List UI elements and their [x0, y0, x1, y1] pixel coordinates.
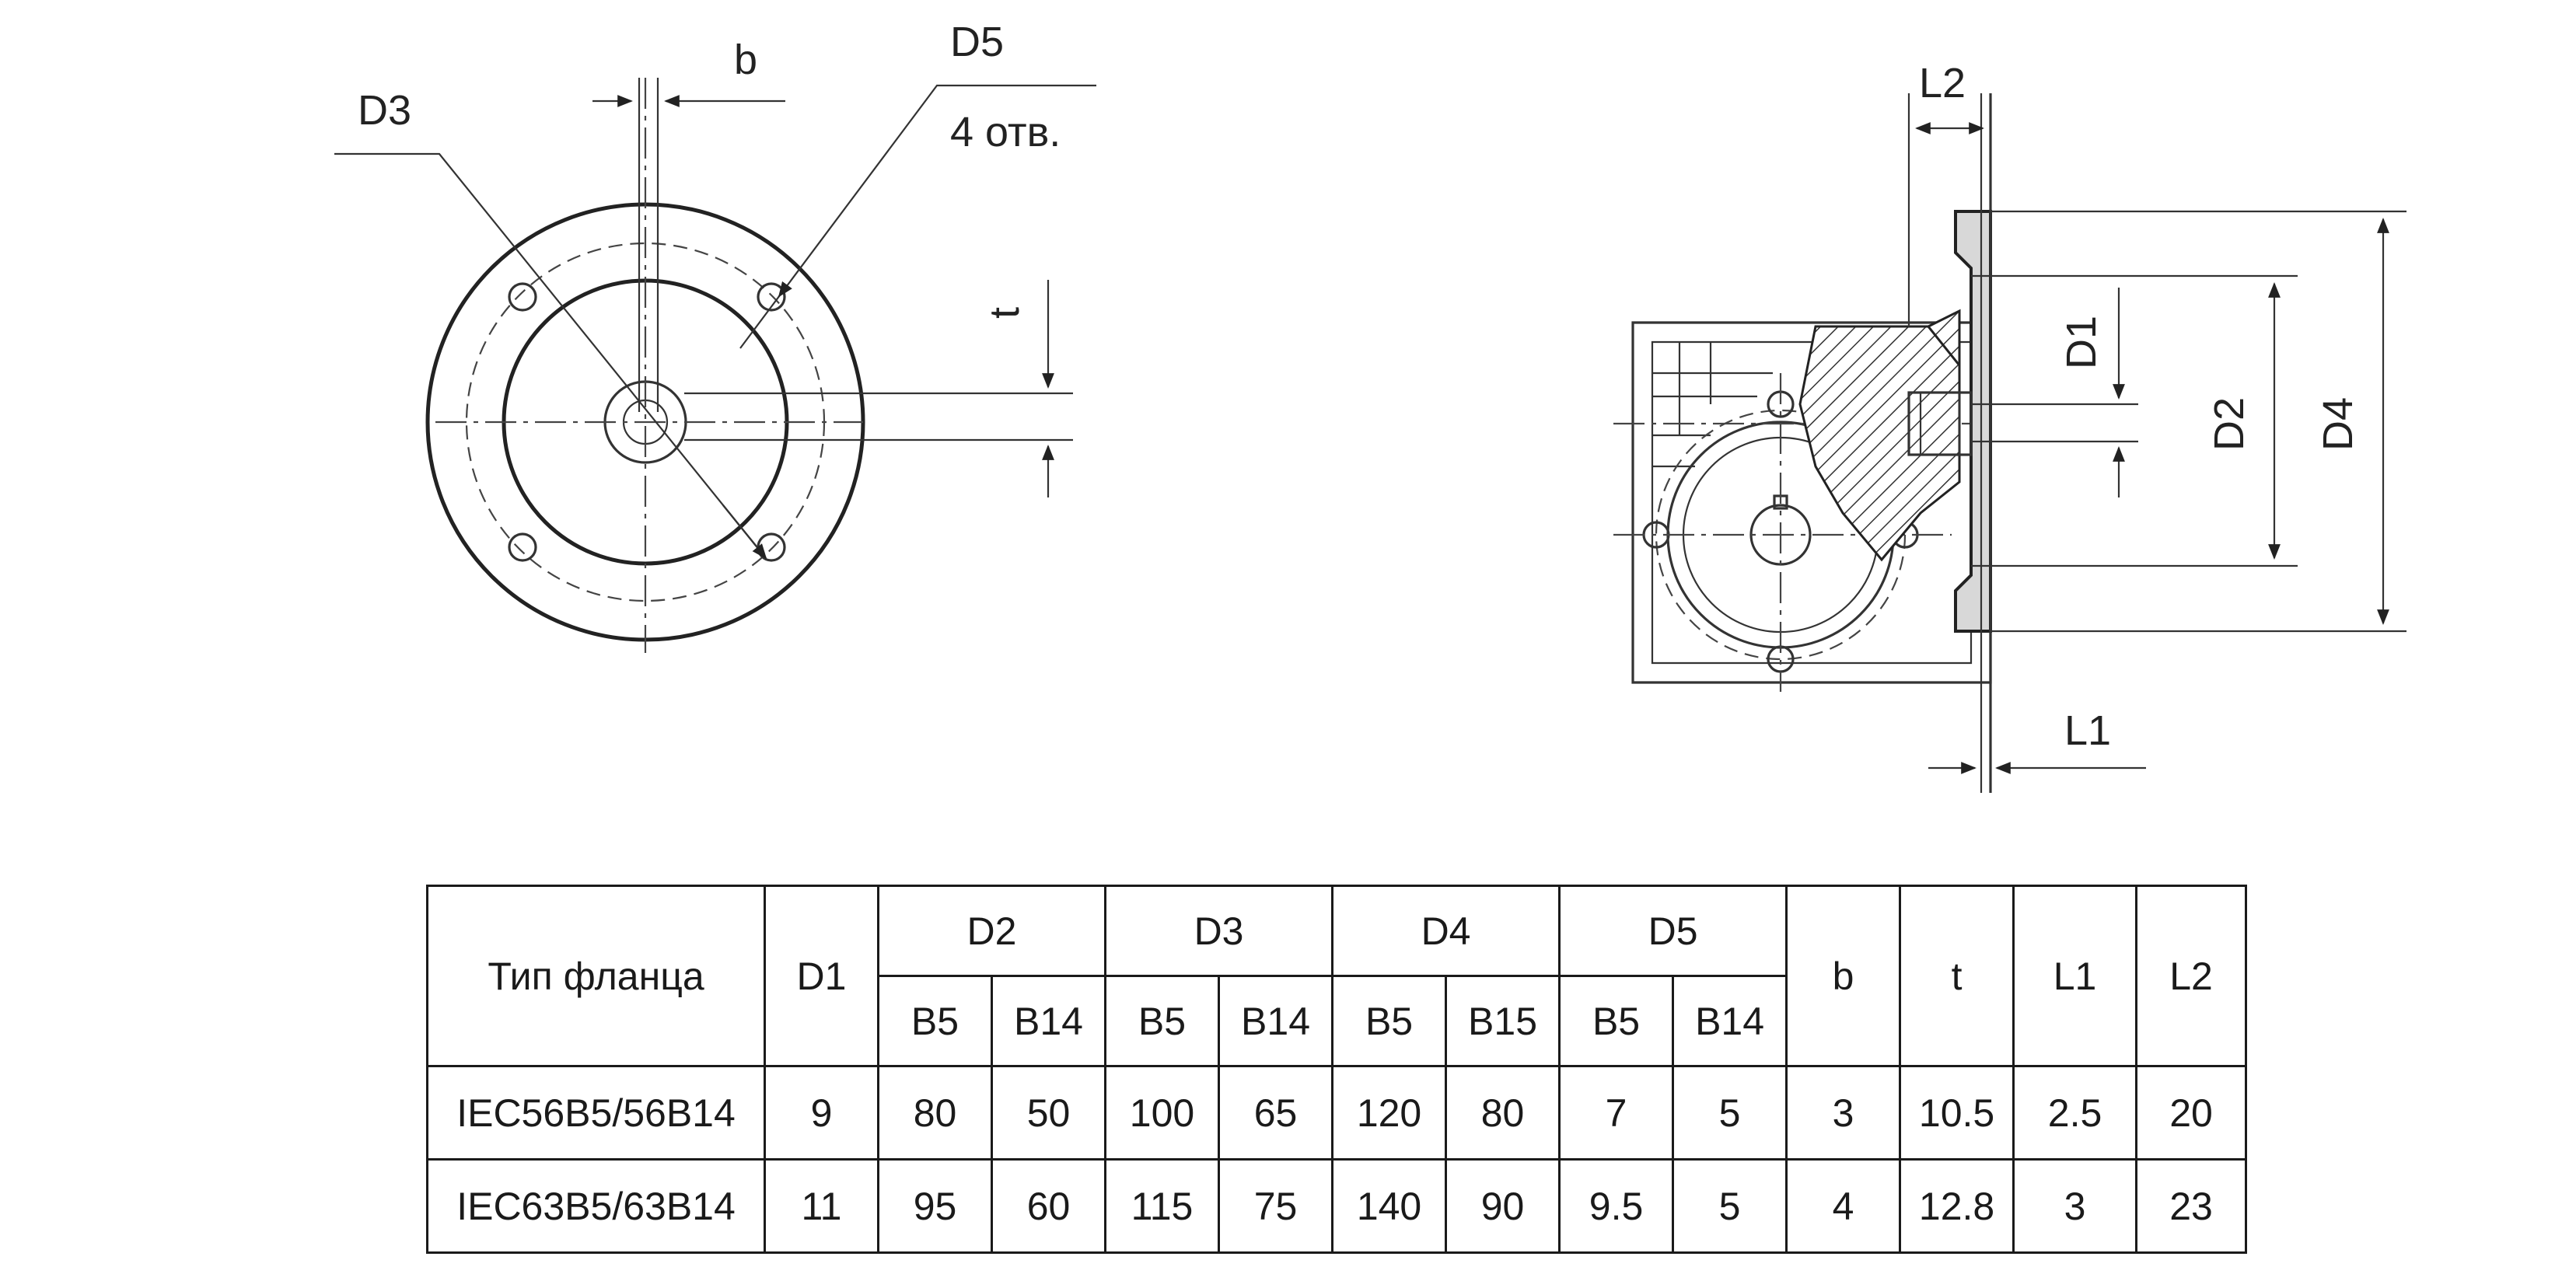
table-cell: 90	[1445, 1158, 1561, 1254]
front-view: D3 b D5 4 отв. t	[334, 19, 1096, 653]
table-cell: 12.8	[1899, 1158, 2015, 1254]
table-row: IEC56B5/56B14 9 80 50 100 65 120 80 7 5 …	[426, 1065, 2248, 1161]
table-cell: 20	[2135, 1065, 2248, 1161]
table-cell: 3	[1785, 1065, 1902, 1161]
mounting-hole	[508, 282, 537, 312]
header-d3: D3	[1104, 885, 1334, 977]
table-cell: 9.5	[1558, 1158, 1675, 1254]
table-cell: 95	[877, 1158, 993, 1254]
table-cell: 10.5	[1899, 1065, 2015, 1161]
subheader-cell: B14	[1672, 975, 1788, 1067]
label-d3: D3	[358, 87, 411, 134]
table-cell: 60	[990, 1158, 1107, 1254]
label-d4: D4	[2315, 397, 2361, 451]
table-cell: 9	[764, 1065, 879, 1161]
label-d2: D2	[2206, 397, 2253, 451]
subheader-cell: B5	[1558, 975, 1675, 1067]
subheader-cell: B14	[1218, 975, 1334, 1067]
label-l1: L1	[2064, 707, 2111, 754]
table-subheader-row: B5 B14 B5 B14 B5 B15 B5 B14	[428, 975, 2246, 1067]
table-cell: 11	[764, 1158, 879, 1254]
table-cell: 5	[1672, 1158, 1788, 1254]
header-t: t	[1899, 885, 2015, 1067]
subheader-cell: B14	[990, 975, 1107, 1067]
table-cell: 115	[1104, 1158, 1221, 1254]
label-d5: D5	[950, 19, 1004, 65]
header-b: b	[1785, 885, 1902, 1067]
table-cell: 80	[877, 1065, 993, 1161]
motor-shaft-bore	[1907, 391, 1973, 456]
subheader-cell: B15	[1445, 975, 1561, 1067]
table-cell: 100	[1104, 1065, 1221, 1161]
subheader-cell: B5	[1104, 975, 1221, 1067]
d5-arrow	[778, 281, 792, 298]
mounting-hole	[757, 532, 786, 562]
table-cell: 2.5	[2012, 1065, 2138, 1161]
table-cell: 4	[1785, 1158, 1902, 1254]
table-cell: 50	[990, 1065, 1107, 1161]
label-l2: L2	[1919, 60, 1966, 106]
header-l1: L1	[2012, 885, 2138, 1067]
flange-section-small	[1926, 309, 1961, 369]
label-t: t	[981, 307, 1028, 319]
table-cell: 140	[1331, 1158, 1448, 1254]
flange-dimensions-table: Тип фланца D1 D2 D3 D4 D5 b t L1 L2 B5 B…	[426, 885, 2248, 1254]
subheader-cell: B5	[877, 975, 993, 1067]
mounting-hole	[508, 532, 537, 562]
table-header-row: Тип фланца D1 D2 D3 D4 D5 b t L1 L2	[426, 885, 2248, 1067]
table-cell: IEC56B5/56B14	[426, 1065, 766, 1161]
table-cell: IEC63B5/63B14	[426, 1158, 766, 1254]
header-d5: D5	[1558, 885, 1788, 977]
subheader-cell: B5	[1331, 975, 1448, 1067]
d5-leader	[739, 84, 1096, 349]
header-d4: D4	[1331, 885, 1561, 977]
housing-ribs	[1678, 342, 1712, 435]
table-cell: 7	[1558, 1065, 1675, 1161]
header-l2: L2	[2135, 885, 2248, 1067]
header-flange-type: Тип фланца	[426, 885, 766, 1067]
table-cell: 75	[1218, 1158, 1334, 1254]
label-b: b	[734, 37, 757, 83]
housing-ribs	[1652, 372, 1773, 468]
table-row: IEC63B5/63B14 11 95 60 115 75 140 90 9.5…	[426, 1158, 2248, 1254]
table-cell: 80	[1445, 1065, 1561, 1161]
flange-plate	[1954, 210, 1992, 633]
label-d1: D1	[2058, 316, 2105, 369]
header-d2: D2	[876, 885, 1107, 977]
table-cell: 3	[2012, 1158, 2138, 1254]
label-holes: 4 отв.	[950, 109, 1061, 155]
table-cell: 5	[1672, 1065, 1788, 1161]
input-housing-section	[1798, 325, 1961, 562]
table-cell: 65	[1218, 1065, 1334, 1161]
d3-arrow	[722, 504, 767, 560]
side-view: L2 D1 D2 D4 L1	[1613, 60, 2406, 793]
table-cell: 23	[2135, 1158, 2248, 1254]
header-d1: D1	[764, 885, 879, 1067]
table-cell: 120	[1331, 1065, 1448, 1161]
d3-leader	[334, 152, 767, 559]
